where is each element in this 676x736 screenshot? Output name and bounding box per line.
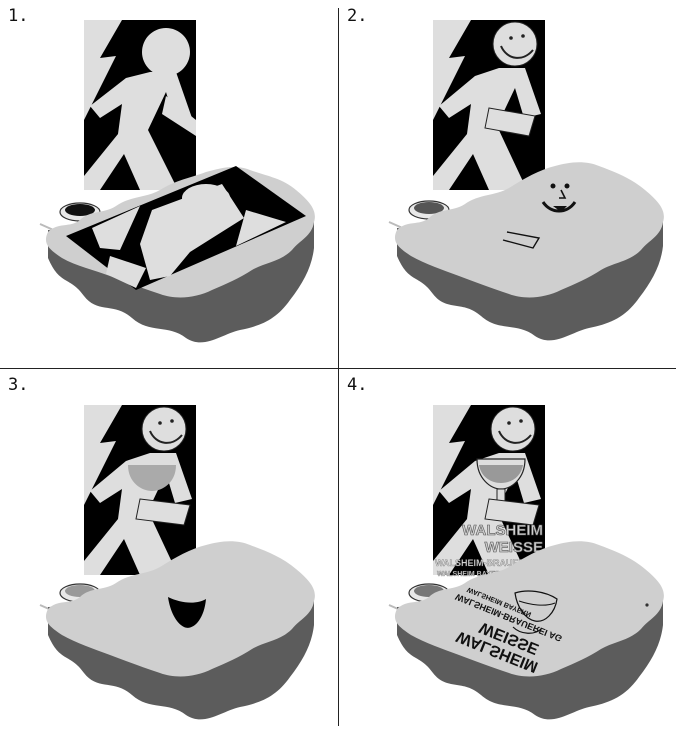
step-panel-4: 4. WALSHEIM WEISSE WALSHEIM-BRAUEREI AG … [339, 369, 676, 736]
step-4-illustration: WALSHEIM WEISSE WALSHEIM-BRAUEREI AG WAL… [339, 369, 676, 736]
step-2-illustration [339, 0, 676, 367]
step-3-illustration [0, 369, 338, 736]
step-panel-2: 2. [339, 0, 676, 367]
poster [84, 405, 196, 575]
poster [433, 20, 545, 190]
poster [84, 20, 196, 190]
poster-title-line1: WALSHEIM [462, 522, 543, 539]
step-1-illustration [0, 0, 338, 367]
step-panel-3: 3. [0, 369, 338, 736]
step-panel-1: 1. [0, 0, 338, 367]
